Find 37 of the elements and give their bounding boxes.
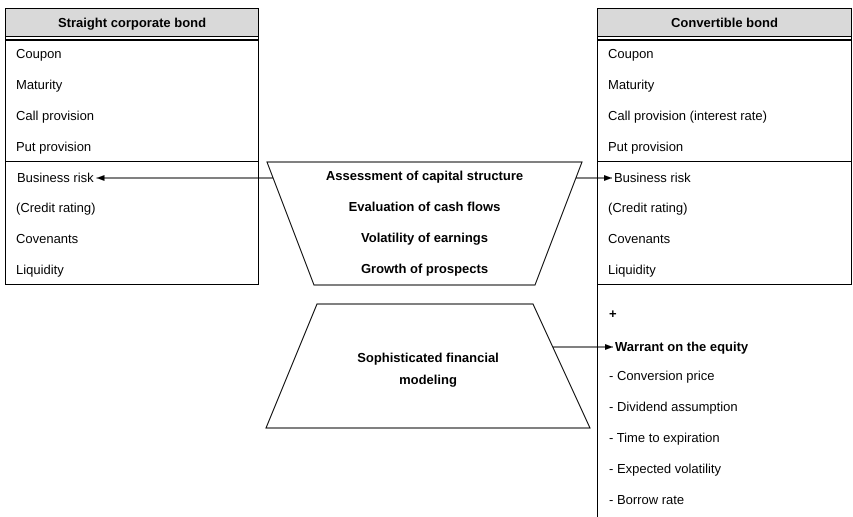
arrow: [96, 175, 274, 181]
node-text: Growth of prospects: [360, 260, 490, 278]
list-item: (Credit rating): [16, 199, 96, 217]
list-item: Maturity: [608, 76, 654, 94]
list-item: Business risk: [614, 168, 691, 188]
trapezoid-shape: [267, 162, 582, 285]
list-item: +: [609, 305, 617, 323]
node-text: Assessment of capital structure: [324, 167, 524, 185]
node-text: Sophisticated financial modeling: [356, 349, 500, 389]
list-item: (Credit rating): [608, 199, 688, 217]
list-item: Warrant on the equity: [615, 337, 748, 357]
table-header: Straight corporate bond: [6, 9, 258, 37]
list-item: Coupon: [16, 45, 62, 63]
list-item: Covenants: [16, 230, 78, 248]
list-item: Put provision: [16, 138, 92, 156]
list-item: Call provision: [16, 107, 94, 125]
node-text: Volatility of earnings: [360, 229, 489, 247]
list-item: Coupon: [608, 45, 654, 63]
table-header: Convertible bond: [598, 9, 851, 37]
table-box: [597, 8, 852, 285]
list-item: - Borrow rate: [609, 491, 684, 509]
arrow: [575, 175, 612, 181]
list-item: Maturity: [16, 76, 62, 94]
list-item: Liquidity: [16, 261, 64, 279]
table-box: [5, 8, 259, 285]
list-item: - Time to expiration: [609, 429, 720, 447]
list-item: Covenants: [608, 230, 670, 248]
trapezoid-shape: [266, 304, 590, 428]
list-item: - Conversion price: [609, 367, 714, 385]
arrow: [552, 344, 614, 350]
list-item: Liquidity: [608, 261, 656, 279]
list-item: - Expected volatility: [609, 460, 721, 478]
list-item: Put provision: [608, 138, 684, 156]
list-item: Call provision (interest rate): [608, 107, 767, 125]
list-item: Business risk: [17, 168, 94, 188]
list-item: - Dividend assumption: [609, 398, 738, 416]
node-text: Evaluation of cash flows: [348, 198, 502, 216]
